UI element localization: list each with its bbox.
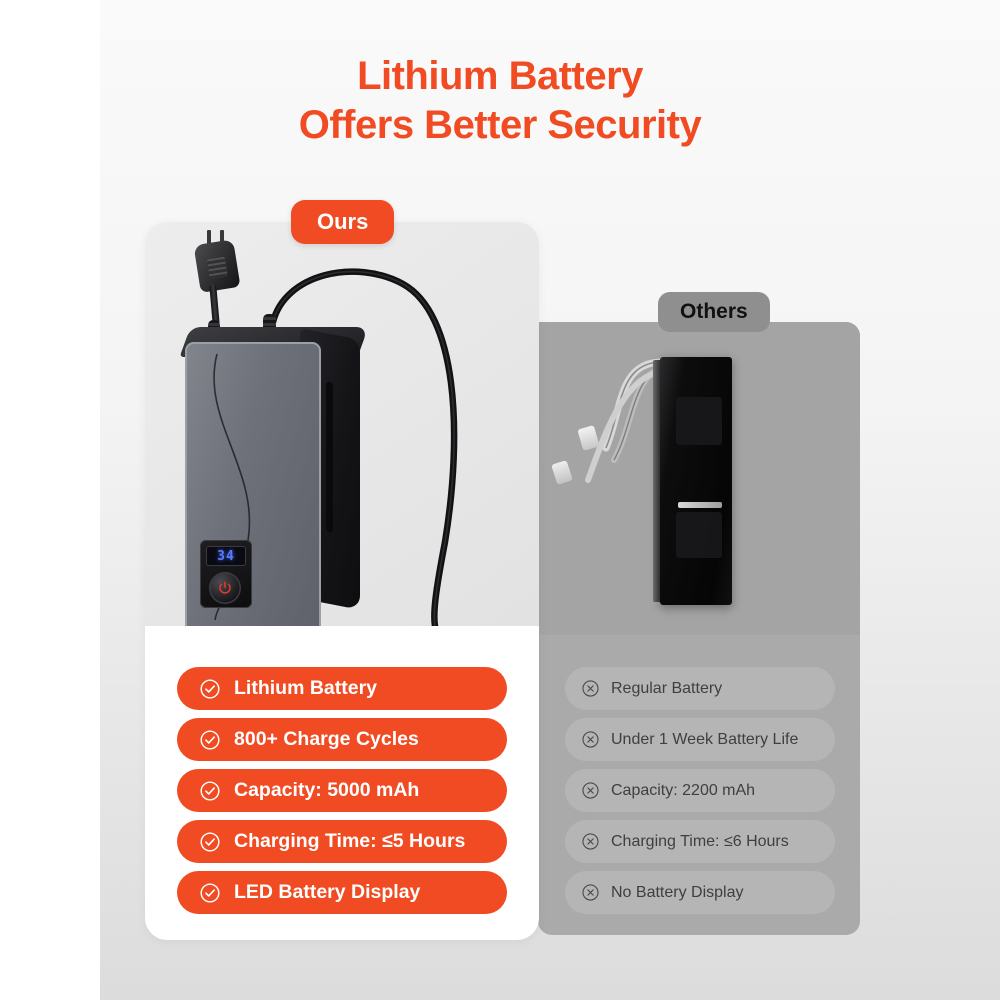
others-battery-strip (678, 502, 722, 508)
ours-feature-label-1: Lithium Battery (234, 677, 378, 699)
ours-feature-pill-4[interactable]: Charging Time: ≤5 Hours (177, 820, 507, 863)
others-product-photo (538, 322, 860, 635)
x-circle-icon (582, 782, 599, 799)
power-icon (219, 581, 231, 594)
others-battery-body (660, 357, 732, 605)
others-feature-pill-2[interactable]: Under 1 Week Battery Life (565, 718, 835, 761)
ours-feature-pill-5[interactable]: LED Battery Display (177, 871, 507, 914)
others-feature-pill-3[interactable]: Capacity: 2200 mAh (565, 769, 835, 812)
check-circle-icon (200, 678, 220, 699)
ours-feature-pill-1[interactable]: Lithium Battery (177, 667, 507, 710)
others-feature-pill-1[interactable]: Regular Battery (565, 667, 835, 710)
check-circle-icon (200, 882, 220, 903)
power-button[interactable] (209, 572, 241, 604)
others-feature-label-3: Capacity: 2200 mAh (611, 781, 756, 799)
x-circle-icon (582, 833, 599, 850)
ac-plug-icon (193, 239, 241, 293)
others-battery-pad-top (676, 397, 722, 445)
ours-badge: Ours (291, 200, 395, 244)
title-line-2: Offers Better Security (298, 102, 702, 147)
ours-feature-pill-2[interactable]: 800+ Charge Cycles (177, 718, 507, 761)
led-display-value: 34 (217, 548, 235, 564)
others-feature-label-5: No Battery Display (611, 883, 744, 901)
check-circle-icon (200, 729, 220, 750)
others-badge: Others (658, 292, 770, 332)
led-battery-display: 34 (206, 546, 246, 566)
plug-prong-right (220, 230, 224, 245)
others-badge-label: Others (680, 300, 748, 323)
x-circle-icon (582, 731, 599, 748)
ours-badge-label: Ours (317, 209, 369, 234)
others-feature-pill-5[interactable]: No Battery Display (565, 871, 835, 914)
ours-feature-label-5: LED Battery Display (234, 881, 421, 903)
ours-cable-icon (269, 268, 458, 626)
ours-feature-pill-3[interactable]: Capacity: 5000 mAh (177, 769, 507, 812)
others-wires-icon (585, 358, 669, 483)
plug-prong-left (207, 230, 211, 245)
others-feature-pill-4[interactable]: Charging Time: ≤6 Hours (565, 820, 835, 863)
ours-feature-label-3: Capacity: 5000 mAh (234, 779, 420, 801)
ours-feature-label-4: Charging Time: ≤5 Hours (234, 830, 466, 852)
others-feature-label-4: Charging Time: ≤6 Hours (611, 832, 789, 850)
title-line-1: Lithium Battery (357, 54, 643, 98)
others-feature-label-2: Under 1 Week Battery Life (611, 730, 799, 748)
ours-feature-label-2: 800+ Charge Cycles (234, 728, 419, 750)
others-battery-pad-bottom (676, 512, 722, 558)
x-circle-icon (582, 680, 599, 697)
page-title: Lithium Battery Offers Better Security (0, 52, 1000, 150)
x-circle-icon (582, 884, 599, 901)
others-feature-label-1: Regular Battery (611, 679, 723, 697)
others-battery-edge (653, 360, 662, 602)
ours-product-photo: 34 (145, 222, 539, 626)
check-circle-icon (200, 780, 220, 801)
check-circle-icon (200, 831, 220, 852)
